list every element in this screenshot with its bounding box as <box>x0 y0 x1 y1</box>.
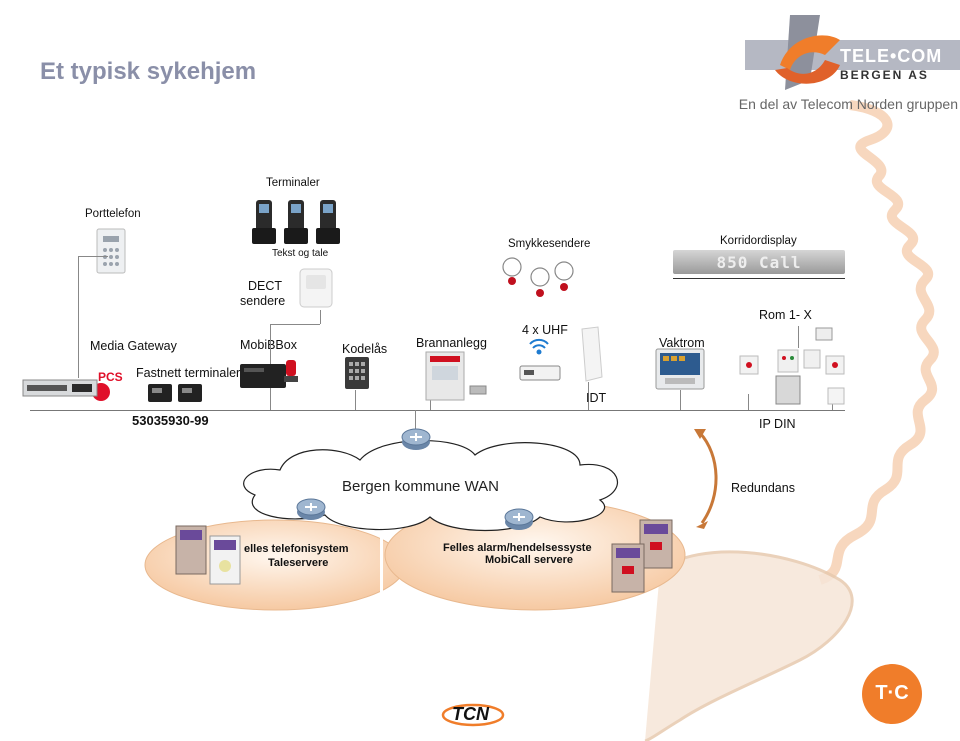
display-underline <box>673 278 845 279</box>
label-media-gateway: Media Gateway <box>90 339 177 353</box>
wifi-icon <box>529 338 549 355</box>
label-korridordisplay: Korridordisplay <box>720 235 797 247</box>
router-icon-right <box>504 508 534 530</box>
fire-alarm-panel-icon <box>425 351 487 401</box>
alarm-server-icon <box>611 519 673 593</box>
label-vaktrom: Vaktrom <box>659 336 705 350</box>
rom-line <box>798 326 799 348</box>
router-icon-top <box>401 428 431 450</box>
porttelefon-line-v <box>78 256 79 378</box>
corridor-display: 850 Call <box>673 250 845 274</box>
label-porttelefon: Porttelefon <box>85 208 141 220</box>
mobibbox-icon <box>240 360 298 388</box>
door-phone-icon <box>96 228 126 274</box>
tcn-logo <box>441 703 505 727</box>
label-brannanlegg: Brannanlegg <box>416 336 487 350</box>
telephony-server-icon <box>175 525 241 585</box>
label-number: 53035930-99 <box>132 413 209 428</box>
label-terminaler: Terminaler <box>266 177 320 189</box>
label-redundans: Redundans <box>731 481 795 495</box>
label-ip-din: IP DIN <box>759 417 796 431</box>
redundancy-arrow <box>694 429 718 529</box>
label-mobibbox: MobiBBox <box>240 338 297 352</box>
tcn-text: TCN <box>452 704 489 724</box>
tc-badge: T·C <box>862 664 922 724</box>
keypad-lock-icon <box>345 357 369 389</box>
guard-room-terminal-icon <box>655 348 705 390</box>
ipdin-line-1 <box>748 394 749 410</box>
tc-badge-text: T·C <box>875 682 909 704</box>
wan-uplink <box>415 410 416 432</box>
label-uhf: 4 x UHF <box>522 323 568 337</box>
desk-phone-icon <box>148 384 202 402</box>
uhf-receiver-icon <box>519 365 561 381</box>
display-text: 850 Call <box>716 253 802 272</box>
label-tekst-og-tale: Tekst og tale <box>272 248 329 259</box>
logo-text-bottom: BERGEN AS <box>840 68 929 82</box>
page-title: Et typisk sykehjem <box>40 58 257 85</box>
telecom-logo <box>745 15 960 90</box>
main-bus <box>30 410 845 411</box>
room-devices-icon <box>739 327 845 405</box>
label-dect: DECT <box>248 279 283 293</box>
alarm-label-1: Felles alarm/hendelsessyste <box>443 542 592 554</box>
telephony-label-2: Taleservere <box>268 557 329 569</box>
vaktrom-line <box>680 390 681 410</box>
label-rom: Rom 1- X <box>759 308 812 322</box>
label-pcs: PCS <box>98 370 123 384</box>
label-idt: IDT <box>586 391 607 405</box>
idt-antenna-icon <box>581 326 603 382</box>
label-sendere: sendere <box>240 294 286 308</box>
porttelefon-line-h <box>78 256 108 257</box>
alarm-label-2: MobiCall servere <box>485 554 574 566</box>
dect-line-v <box>320 310 321 324</box>
brann-line <box>430 400 431 410</box>
phone-cord-decoration <box>644 100 939 741</box>
pendant-transmitter-icon <box>502 257 574 297</box>
kodelas-line <box>355 390 356 410</box>
wan-label: Bergen kommune WAN <box>342 478 500 495</box>
media-gateway-icon <box>22 379 98 397</box>
page-subtitle: En del av Telecom Norden gruppen <box>738 96 958 112</box>
dect-handset-icon <box>252 200 340 244</box>
label-smykkesendere: Smykkesendere <box>508 238 591 250</box>
router-icon-left <box>296 498 326 520</box>
dect-base-icon <box>299 268 333 308</box>
label-kodelas: Kodelås <box>342 342 388 356</box>
label-fastnett: Fastnett terminaler <box>136 366 241 380</box>
telephony-label-1: elles telefonisystem <box>244 543 349 555</box>
idt-line <box>588 382 589 410</box>
logo-text-top: TELE•COM <box>840 46 943 66</box>
dect-line-h <box>270 324 320 325</box>
